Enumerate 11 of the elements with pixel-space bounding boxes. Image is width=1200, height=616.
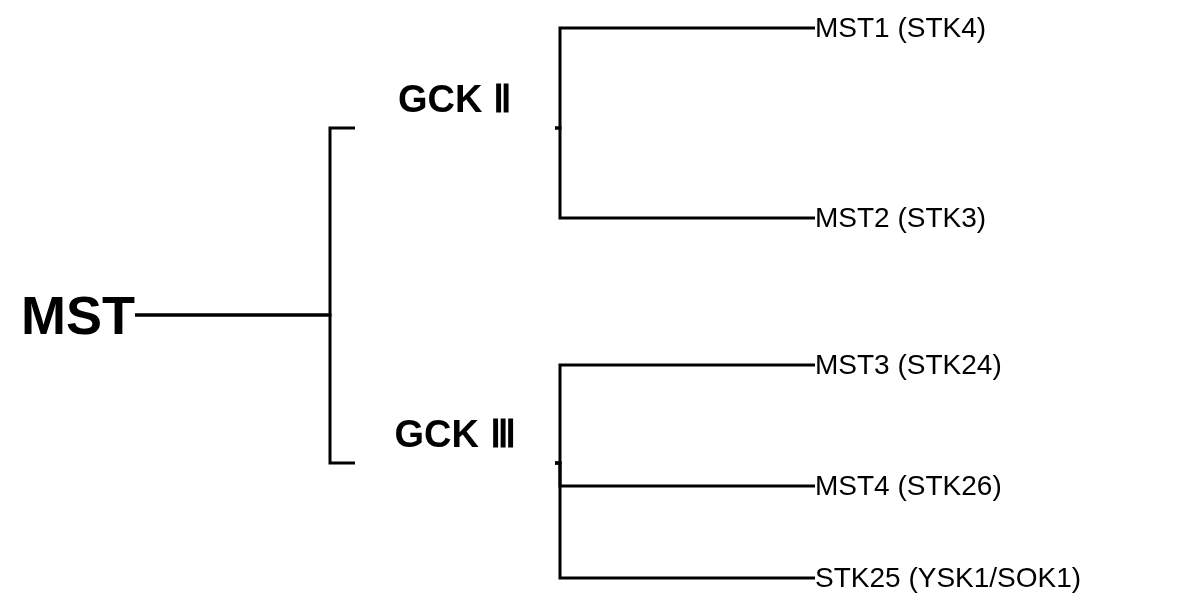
leaf-label: STK25 (YSK1/SOK1) (815, 558, 1175, 598)
group-label: GCK Ⅲ (355, 405, 555, 463)
leaf-label: MST3 (STK24) (815, 345, 1175, 385)
branch-line (135, 313, 355, 465)
branch-line (555, 126, 815, 220)
leaf-label: MST2 (STK3) (815, 198, 1175, 238)
leaf-label: MST1 (STK4) (815, 8, 1175, 48)
leaf-label: MST4 (STK26) (815, 466, 1175, 506)
group-label: GCK Ⅱ (355, 70, 555, 128)
root-label: MST (0, 285, 135, 345)
branch-line (555, 461, 815, 580)
